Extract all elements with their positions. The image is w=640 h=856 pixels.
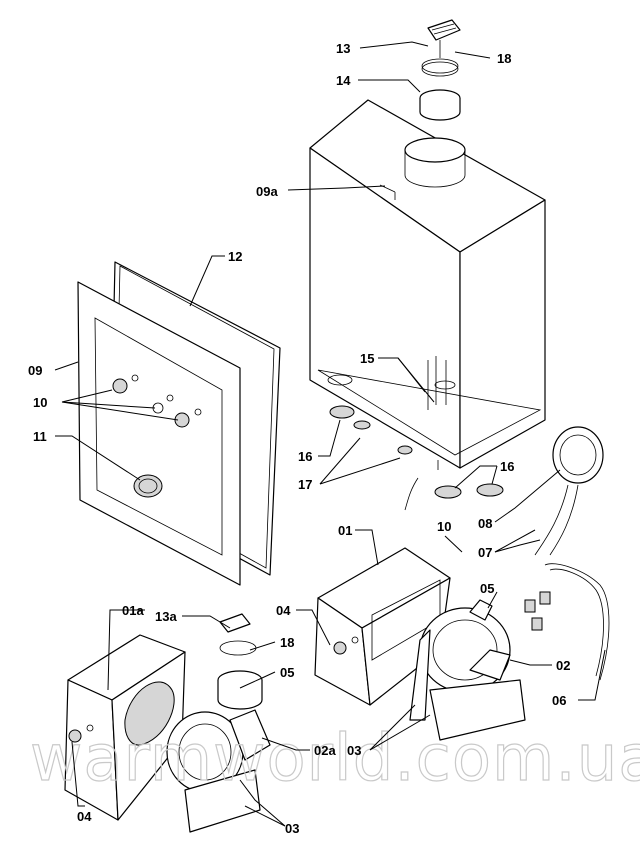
callout-04: 04 [276,603,291,618]
callout-10: 10 [33,395,47,410]
callout-08: 08 [478,516,492,531]
callout-14: 14 [336,73,351,88]
callout-16-right: 16 [500,459,514,474]
callout-10-right: 10 [437,519,451,534]
callout-07: 07 [478,545,492,560]
callout-01: 01 [338,523,352,538]
callout-13a: 13a [155,609,177,624]
callout-13: 13 [336,41,350,56]
callout-06: 06 [552,693,566,708]
callout-labels: 13 18 14 09a 12 09 10 11 15 16 16 17 08 … [28,41,570,836]
callout-18-lower: 18 [280,635,294,650]
callout-09: 09 [28,363,42,378]
watermark: warmworld.com.ua [30,722,640,796]
fan-box-assembly-alt [64,613,271,833]
callout-18: 18 [497,51,511,66]
callout-17: 17 [298,477,312,492]
callout-02: 02 [556,658,570,673]
flue-adaptor [419,19,461,121]
callout-04-lower: 04 [77,809,92,824]
cable-harness [524,563,610,681]
casing-fittings [327,356,504,511]
callout-16-left: 16 [298,449,312,464]
front-panel [77,261,281,586]
callout-02a: 02a [314,743,336,758]
callout-05-lower: 05 [280,665,294,680]
callout-05: 05 [480,581,494,596]
fan-box-assembly [314,547,526,741]
callout-12: 12 [228,249,242,264]
callout-01a: 01a [122,603,144,618]
pressure-switch [534,426,604,556]
callout-15: 15 [360,351,374,366]
callout-03-lower: 03 [285,821,299,836]
callout-09a: 09a [256,184,278,199]
callout-03: 03 [347,743,361,758]
leader-lines [54,41,606,827]
callout-11: 11 [33,429,47,444]
